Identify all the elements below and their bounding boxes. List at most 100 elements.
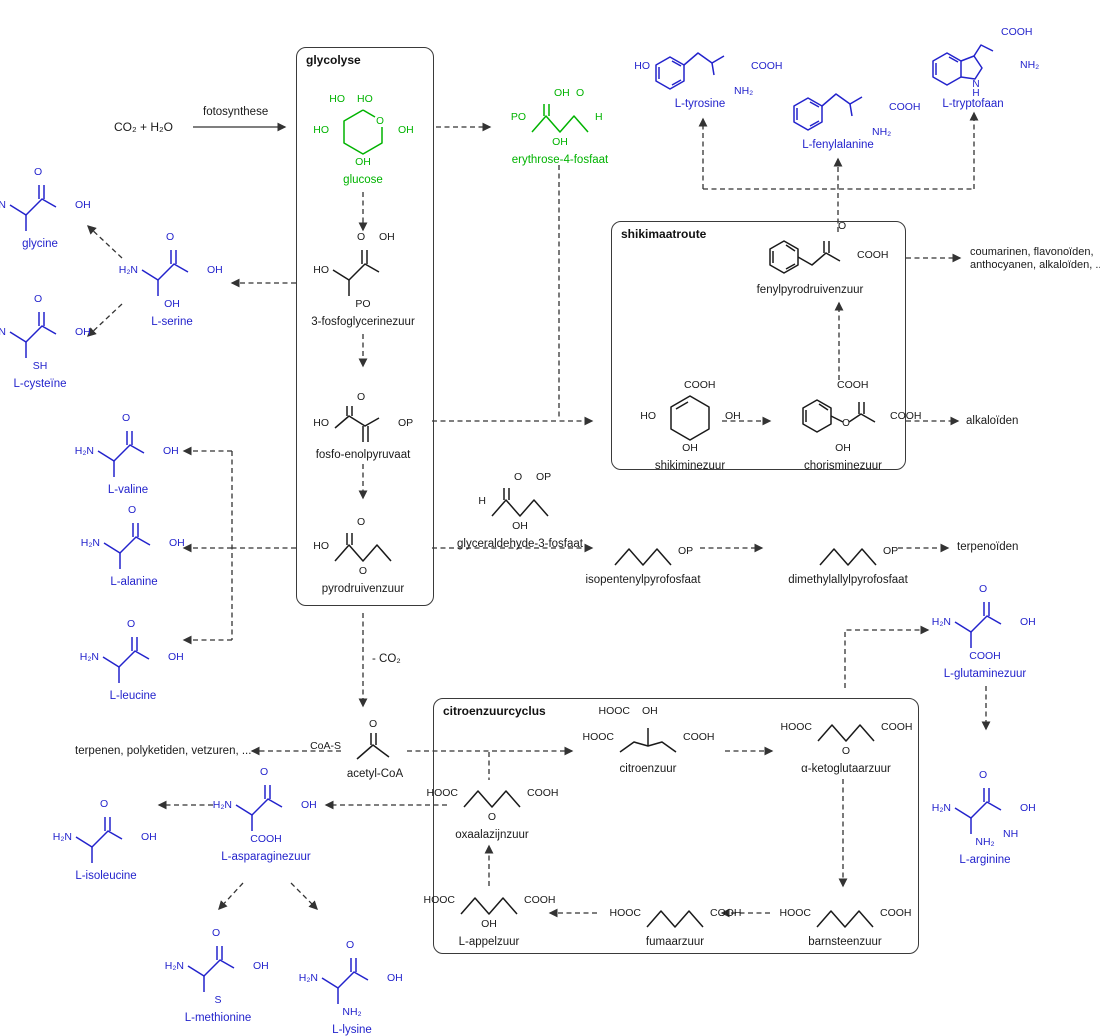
molecule-glycine: H₂NOOHglycine [0, 166, 115, 250]
substituent-label: H₂N [298, 972, 318, 984]
substituent-label: COOH [890, 410, 922, 422]
substituent-label: S [214, 994, 222, 1006]
molecule-label: citroenzuur [619, 763, 677, 775]
substituent-label: OH [301, 799, 317, 811]
substituent-label: COOH [751, 60, 783, 72]
structure-glyph [332, 250, 380, 296]
text-terpenoiden: terpenoïden [957, 541, 1019, 553]
substituent-label: COOH [837, 379, 869, 391]
substituent-label: O [358, 565, 368, 577]
molecule-label: 3-fosfoglycerinezuur [311, 316, 415, 328]
substituent-label: OH [163, 445, 179, 457]
substituent-label: O [841, 745, 851, 757]
molecule-label: chorisminezuur [804, 460, 882, 472]
substituent-label: OH [512, 520, 528, 532]
substituent-label: OH [168, 651, 184, 663]
structure-glyph [9, 185, 57, 231]
substituent-label: O [128, 504, 137, 516]
structure-glyph [817, 724, 875, 742]
substituent-label: COOH [1001, 26, 1033, 38]
molecule-label: L-valine [107, 484, 149, 496]
substituent-label: OH [725, 410, 741, 422]
substituent-label: OH [554, 87, 570, 99]
substituent-label: H₂N [52, 831, 72, 843]
substituent-label: O [838, 220, 847, 232]
substituent-label: H₂N [80, 537, 100, 549]
structure-glyph [655, 52, 725, 90]
substituent-label: H₂N [0, 199, 6, 211]
structure-glyph [356, 733, 390, 760]
molecule-label: L-cysteïne [13, 378, 67, 390]
box-title-shikimaatroute: shikimaatroute [621, 227, 707, 241]
substituent-label: OH [75, 326, 91, 338]
substituent-label: H₂N [931, 802, 951, 814]
structure-glyph [531, 104, 589, 133]
substituent-label: OH [355, 156, 371, 168]
substituent-label: O [369, 718, 378, 730]
substituent-label: O [100, 798, 109, 810]
substituent-label: O [127, 618, 136, 630]
molecule-label: fumaarzuur [645, 936, 705, 948]
substituent-label: OH [253, 960, 269, 972]
molecule-label: oxaalazijnzuur [455, 829, 529, 841]
structure-glyph [816, 910, 874, 928]
molecule-label: erythrose-4-fosfaat [511, 154, 609, 166]
structure-glyph [619, 728, 677, 753]
substituent-label: H₂N [118, 264, 138, 276]
molecule-label: fenylpyrodruivenzuur [756, 284, 864, 296]
substituent-label: OH [552, 136, 568, 148]
substituent-label: OH [481, 918, 497, 930]
substituent-label: OH [835, 442, 851, 454]
substituent-label: HO [329, 93, 345, 105]
structure-glyph [321, 958, 369, 1004]
substituent-label: COOH [250, 833, 282, 845]
text-fotosynthese-label: fotosynthese [203, 106, 269, 118]
substituent-label: PO [355, 298, 371, 310]
structure-glyph [187, 946, 235, 992]
substituent-label: HO [634, 60, 650, 72]
svg-text:H: H [972, 88, 979, 99]
molecule-label: glucose [343, 174, 383, 186]
substituent-label: NH₂ [734, 85, 754, 97]
substituent-label: O [357, 516, 366, 528]
substituent-label: O [122, 412, 131, 424]
substituent-label: CoA-S [310, 740, 341, 752]
substituent-label: O [260, 766, 269, 778]
text-minus-co2: - CO₂ [372, 653, 401, 665]
substituent-label: H₂N [931, 616, 951, 628]
molecule-label: L-serine [151, 316, 193, 328]
arrow [87, 303, 123, 337]
structure-glyph [793, 93, 863, 131]
substituent-label: HO [357, 93, 373, 105]
structure-glyph [463, 790, 521, 808]
molecule-label: α-ketoglutaarzuur [801, 763, 891, 775]
substituent-label: OH [682, 442, 698, 454]
substituent-label: OH [169, 537, 185, 549]
substituent-label: NH [1003, 828, 1019, 840]
substituent-label: H [478, 495, 486, 507]
molecule-label: L-arginine [959, 854, 1011, 866]
box-title-glycolyse: glycolyse [306, 53, 361, 67]
svg-text:O: O [376, 116, 384, 127]
substituent-label: OH [379, 231, 395, 243]
substituent-label: COOH [969, 650, 1001, 662]
substituent-label: COOH [881, 721, 913, 733]
substituent-label: O [166, 231, 175, 243]
substituent-label: OH [1020, 802, 1036, 814]
substituent-label: COOH [683, 731, 715, 743]
text-coumarinen-line1: coumarinen, flavonoïden, [970, 246, 1094, 258]
molecule-label: glyceraldehyde-3-fosfaat [457, 538, 583, 550]
